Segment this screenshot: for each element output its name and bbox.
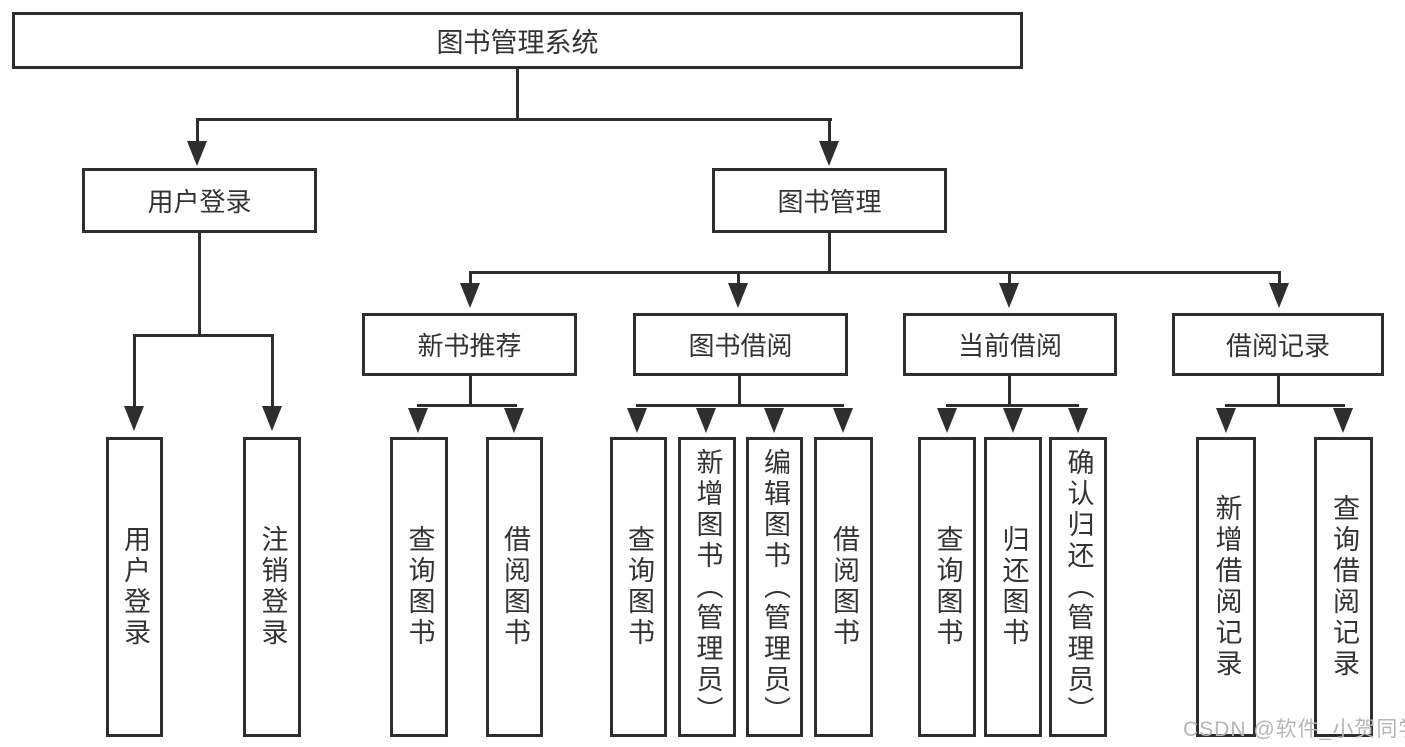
connector-line	[417, 404, 517, 407]
node-book-borrowing: 图书借阅	[633, 313, 848, 376]
node-label: 用户登录	[147, 187, 252, 217]
node-label: 借阅记录	[1225, 331, 1330, 361]
connector-line	[1008, 271, 1011, 286]
leaf-label: 查询图书	[932, 525, 963, 649]
node-label: 图书管理	[777, 187, 882, 217]
leaf-label: 查询借阅记录	[1329, 494, 1359, 680]
connector-line	[196, 118, 199, 145]
leaf-user-login: 用户登录	[106, 437, 163, 737]
node-label: 新书推荐	[417, 331, 522, 361]
node-borrowing-records: 借阅记录	[1172, 313, 1384, 376]
connector-line	[469, 271, 472, 286]
arrowhead-icon	[833, 408, 853, 433]
arrowhead-icon	[1269, 283, 1289, 308]
arrowhead-icon	[627, 408, 647, 433]
node-book-management: 图书管理	[712, 168, 947, 233]
arrowhead-icon	[504, 408, 524, 433]
leaf-borrow-books-borrowing: 借阅图书	[814, 437, 873, 737]
connector-line	[828, 118, 831, 145]
connector-line	[1008, 376, 1011, 407]
connector-line	[738, 376, 741, 407]
arrowhead-icon	[764, 408, 784, 433]
connector-line	[133, 334, 136, 407]
leaf-query-books-borrowing: 查询图书	[610, 437, 667, 737]
leaf-add-borrow-record: 新增借阅记录	[1196, 437, 1256, 737]
connector-line	[946, 404, 1079, 407]
connector-line	[1225, 404, 1345, 407]
arrowhead-icon	[1216, 408, 1236, 433]
leaf-query-books-current: 查询图书	[918, 437, 976, 737]
connector-line	[1278, 271, 1281, 286]
connector-line	[737, 271, 740, 286]
connector-line	[636, 404, 844, 407]
leaf-label: 借阅图书	[829, 525, 859, 649]
node-current-borrowing: 当前借阅	[903, 313, 1117, 376]
leaf-label: 新增图书（管理员）	[692, 447, 723, 727]
arrowhead-icon	[728, 283, 748, 308]
arrowhead-icon	[1068, 408, 1088, 433]
leaf-add-books-admin: 新增图书（管理员）	[678, 437, 736, 737]
leaf-label: 归还图书	[998, 525, 1029, 649]
leaf-label: 编辑图书（管理员）	[760, 447, 790, 727]
leaf-query-borrow-record: 查询借阅记录	[1314, 437, 1373, 737]
connector-line	[198, 233, 201, 337]
node-new-book-recommendation: 新书推荐	[362, 313, 577, 376]
arrowhead-icon	[1003, 408, 1023, 433]
leaf-label: 注销登录	[257, 525, 288, 649]
node-label: 图书管理系统	[436, 28, 599, 58]
arrowhead-icon	[460, 283, 480, 308]
connector-line	[828, 233, 831, 274]
arrowhead-icon	[124, 406, 144, 431]
connector-line	[133, 334, 274, 337]
connector-line	[196, 118, 832, 121]
connector-line	[1277, 376, 1280, 407]
leaf-logout: 注销登录	[243, 437, 301, 737]
leaf-label: 用户登录	[120, 525, 150, 649]
csdn-watermark: CSDN @软件_小贺同学	[1183, 718, 1405, 741]
connector-line	[469, 271, 1281, 274]
node-label: 图书借阅	[688, 331, 793, 361]
connector-line	[271, 334, 274, 407]
arrowhead-icon	[187, 141, 207, 166]
leaf-label: 确认归还（管理员）	[1063, 447, 1094, 727]
arrowhead-icon	[696, 408, 716, 433]
leaf-label: 新增借阅记录	[1211, 494, 1242, 680]
leaf-label: 查询图书	[624, 525, 654, 649]
leaf-borrow-books-recommend: 借阅图书	[486, 437, 543, 737]
leaf-return-books: 归还图书	[984, 437, 1042, 737]
arrowhead-icon	[819, 141, 839, 166]
connector-line	[469, 376, 472, 407]
leaf-confirm-return-admin: 确认归还（管理员）	[1049, 437, 1107, 737]
node-user-login: 用户登录	[82, 168, 317, 233]
arrowhead-icon	[999, 283, 1019, 308]
connector-line	[516, 68, 519, 120]
arrowhead-icon	[408, 408, 428, 433]
arrowhead-icon	[937, 408, 957, 433]
leaf-label: 查询图书	[404, 525, 435, 649]
node-label: 当前借阅	[957, 331, 1062, 361]
node-root-library-management-system: 图书管理系统	[12, 12, 1023, 69]
leaf-label: 借阅图书	[500, 525, 530, 649]
leaf-edit-books-admin: 编辑图书（管理员）	[746, 437, 803, 737]
leaf-query-books-recommend: 查询图书	[390, 437, 448, 737]
arrowhead-icon	[1333, 408, 1353, 433]
arrowhead-icon	[262, 406, 282, 431]
